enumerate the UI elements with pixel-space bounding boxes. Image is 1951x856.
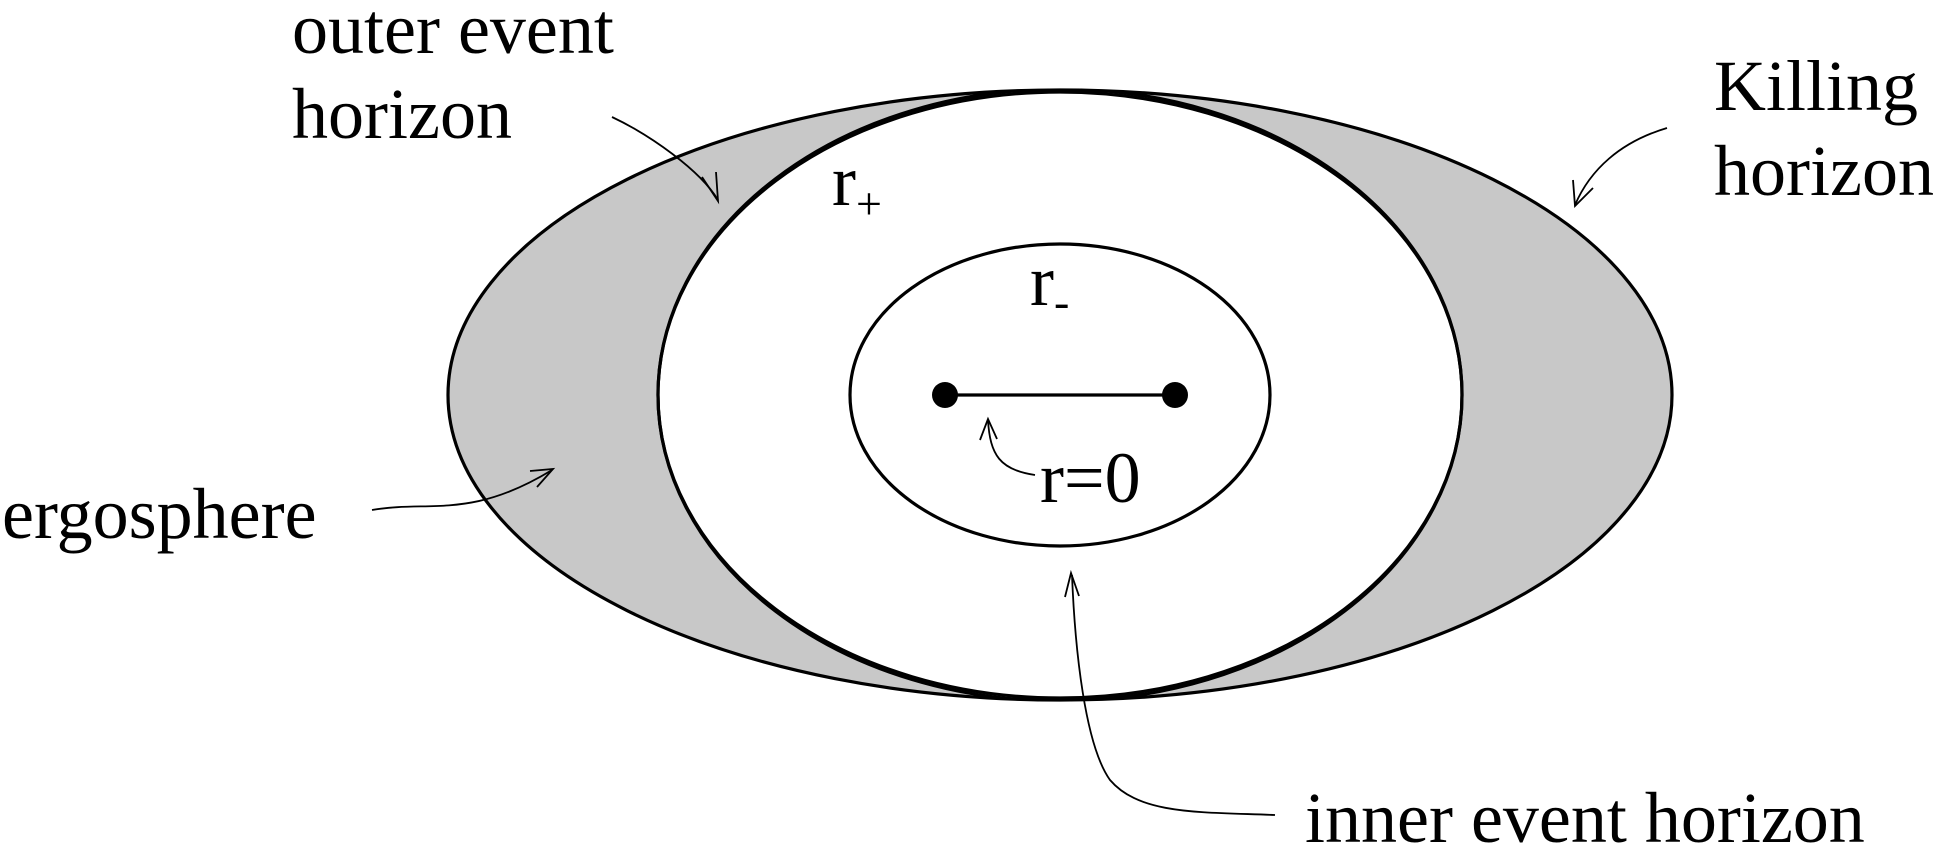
ergosphere-arrowhead <box>529 467 556 488</box>
inner-event-horizon-pointer <box>1071 574 1276 816</box>
r-plus-label: r+ <box>832 141 882 229</box>
r-zero-pointer <box>987 419 1036 476</box>
ergosphere-label: ergosphere <box>2 474 317 554</box>
inner-event-horizon-arrowhead <box>1064 569 1080 598</box>
outer-event-horizon-arrowhead <box>701 171 720 205</box>
killing-horizon-arrowhead <box>1572 179 1594 209</box>
r-zero-arrowhead <box>979 416 998 441</box>
r-plus-subscript: + <box>856 178 882 229</box>
r-minus-label: r- <box>1030 241 1069 327</box>
killing-horizon-label-line1: Killing <box>1714 46 1918 126</box>
r-minus-base: r <box>1030 241 1054 321</box>
r-zero-label: r=0 <box>1040 438 1141 518</box>
outer-event-horizon-label-line1: outer event <box>292 0 614 69</box>
killing-horizon-pointer <box>1574 127 1668 206</box>
inner-event-horizon-ellipse <box>848 242 1272 548</box>
outer-event-horizon-label-line2: horizon <box>292 74 512 154</box>
inner-event-horizon-label: inner event horizon <box>1305 778 1865 856</box>
ergosphere-pointer <box>371 469 553 511</box>
ring-singularity-left-dot <box>932 382 958 408</box>
killing-horizon-label-line2: horizon <box>1714 131 1934 211</box>
ring-singularity-right-dot <box>1162 382 1188 408</box>
outer-event-horizon-outline <box>656 90 1464 700</box>
r-minus-subscript: - <box>1054 276 1069 327</box>
r-plus-base: r <box>832 141 856 221</box>
